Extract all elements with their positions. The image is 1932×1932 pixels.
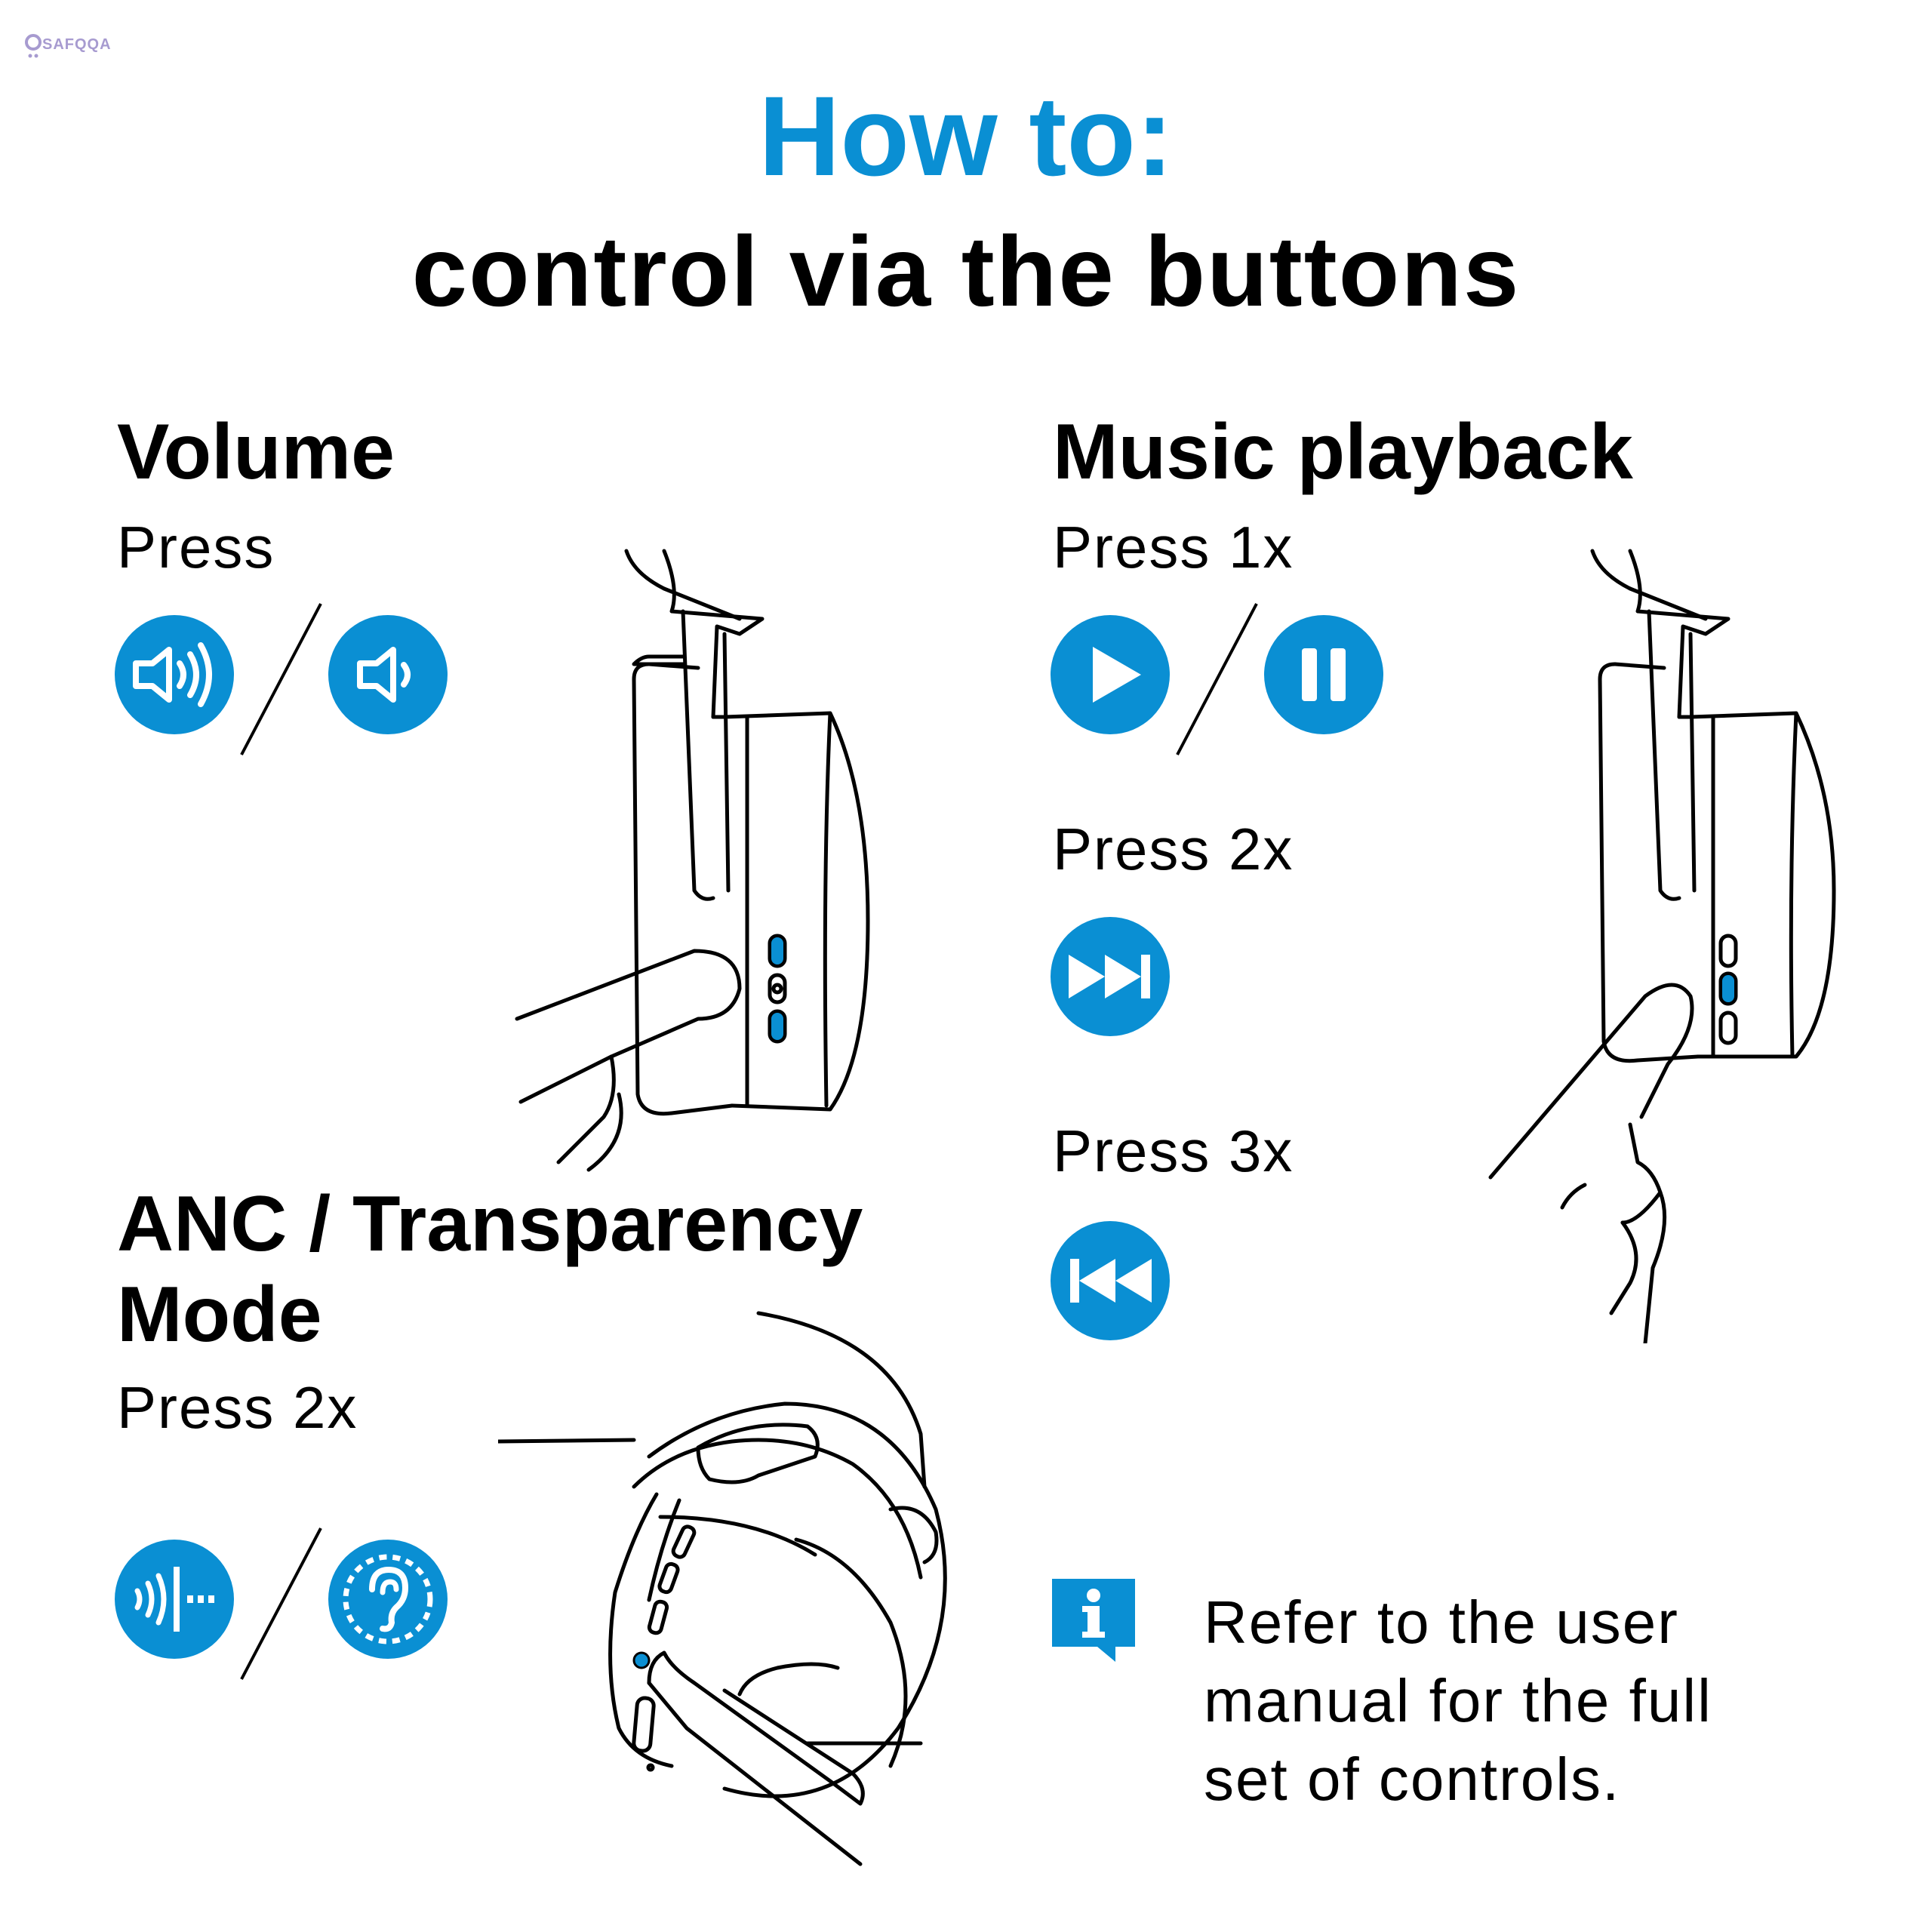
anc-heading-line1: ANC / Transparency [117, 1180, 863, 1268]
separator-slash [240, 603, 322, 755]
previous-track-icon [1051, 1221, 1170, 1340]
transparency-ear-icon [328, 1540, 448, 1659]
anc-heading-line2: Mode [117, 1271, 322, 1358]
next-track-icon [1051, 917, 1170, 1036]
music-heading: Music playback [1053, 408, 1633, 496]
anc-icon [115, 1540, 234, 1659]
music-step-2-instruction: Press 2x [1053, 816, 1294, 882]
volume-down-icon [328, 615, 448, 734]
volume-up-icon [115, 615, 234, 734]
separator-slash [1176, 603, 1258, 755]
note-line-2: manual for the full [1204, 1667, 1712, 1734]
watermark-logo-icon [25, 34, 42, 58]
play-icon [1051, 615, 1170, 734]
page-title: How to: [758, 72, 1174, 199]
music-step-1-instruction: Press 1x [1053, 514, 1294, 580]
page-subtitle: control via the buttons [411, 216, 1521, 327]
headphone-music-illustration [1488, 549, 1836, 1343]
note-line-3: set of controls. [1204, 1746, 1621, 1813]
headphone-volume-illustration [515, 549, 870, 1172]
volume-instruction: Press [117, 514, 275, 580]
note-line-1: Refer to the user [1204, 1589, 1679, 1656]
info-icon [1052, 1579, 1135, 1662]
watermark-text: SAFQQA [42, 36, 112, 53]
pause-icon [1264, 615, 1383, 734]
separator-slash [240, 1527, 322, 1680]
headphone-anc-illustration [498, 1311, 947, 1866]
anc-instruction: Press 2x [117, 1374, 358, 1441]
music-step-3-instruction: Press 3x [1053, 1118, 1294, 1184]
volume-heading: Volume [117, 408, 395, 496]
